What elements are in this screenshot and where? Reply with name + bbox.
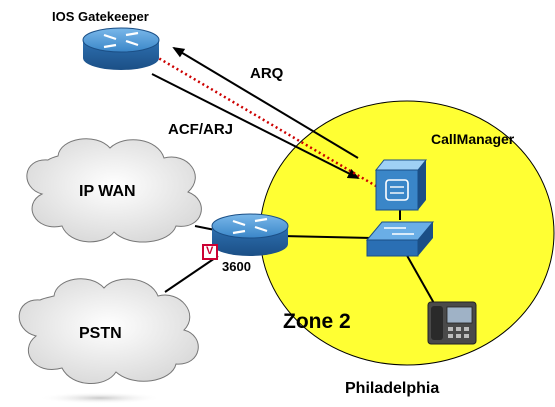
link-router-ipwan [194, 225, 216, 231]
callmanager-label: CallManager [431, 131, 515, 147]
pstn-label: PSTN [79, 325, 122, 342]
pstn-cloud [18, 278, 199, 404]
router-3600-icon [211, 213, 289, 256]
gatekeeper-router-icon [82, 27, 160, 70]
acf-arj-label: ACF/ARJ [168, 121, 234, 138]
voice-module-label: V [206, 245, 214, 257]
switch-icon [365, 221, 435, 257]
ip-phone-icon [427, 301, 477, 345]
link-switch-phone [404, 251, 436, 306]
ipwan-label: IP WAN [79, 183, 136, 200]
acf-arrow [151, 73, 360, 179]
router-3600-label: 3600 [222, 259, 251, 274]
arq-label: ARQ [250, 65, 284, 82]
gatekeeper-label: IOS Gatekeeper [52, 9, 149, 24]
link-router-switch [281, 235, 373, 239]
link-router-pstn [164, 255, 219, 293]
zone-label: Zone 2 [283, 310, 351, 333]
voice-module-box [202, 244, 218, 260]
ipwan-cloud [26, 138, 202, 243]
arq-arrow [172, 46, 359, 159]
site-label: Philadelphia [345, 380, 440, 397]
callmanager-server-icon [374, 159, 428, 211]
